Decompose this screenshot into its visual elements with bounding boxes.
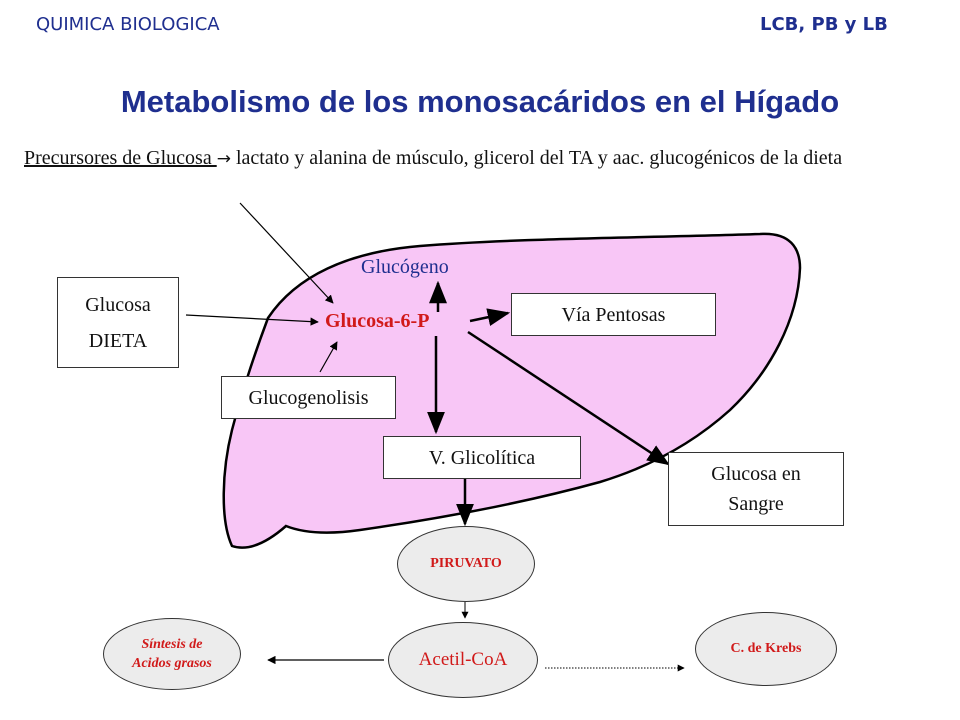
- glucosa-dieta-box: Glucosa DIETA: [57, 277, 179, 368]
- precursors-text: Precursores de Glucosa → lactato y alani…: [24, 143, 854, 174]
- glucosa-sangre-line2: Sangre: [728, 493, 784, 515]
- authors-header: LCB, PB y LB: [760, 14, 888, 35]
- acetil-coa-oval: Acetil-CoA: [388, 622, 538, 698]
- piruvato-label: PIRUVATO: [430, 556, 502, 571]
- via-pentosas-box: Vía Pentosas: [511, 293, 716, 336]
- piruvato-oval: PIRUVATO: [397, 526, 535, 602]
- glucosa-6-p-label: Glucosa-6-P: [325, 310, 430, 332]
- acetil-coa-label: Acetil-CoA: [418, 649, 508, 670]
- sintesis-acidos-grasos-oval: Síntesis de Acidos grasos: [103, 618, 241, 690]
- krebs-oval: C. de Krebs: [695, 612, 837, 686]
- glucogeno-label: Glucógeno: [361, 256, 449, 278]
- glucogenolisis-box: Glucogenolisis: [221, 376, 396, 419]
- slide-title: Metabolismo de los monosacáridos en el H…: [120, 84, 840, 119]
- glucogenolisis-label: Glucogenolisis: [248, 386, 369, 409]
- arrow-right-icon: →: [216, 149, 231, 169]
- course-header: QUIMICA BIOLOGICA: [36, 14, 220, 35]
- precursors-description: lactato y alanina de músculo, glicerol d…: [230, 147, 843, 169]
- sintesis-line1: Síntesis de: [141, 637, 203, 652]
- via-pentosas-label: Vía Pentosas: [561, 303, 666, 326]
- glucosa-sangre-line1: Glucosa en: [711, 463, 801, 485]
- via-glicolitica-box: V. Glicolítica: [383, 436, 581, 479]
- glucosa-sangre-box: Glucosa en Sangre: [668, 452, 844, 526]
- glucosa-dieta-line1: Glucosa: [85, 293, 151, 316]
- krebs-label: C. de Krebs: [730, 641, 802, 656]
- glucosa-dieta-line2: DIETA: [88, 329, 148, 352]
- precursors-label: Precursores de Glucosa: [24, 147, 217, 169]
- sintesis-line2: Acidos grasos: [132, 656, 212, 671]
- via-glicolitica-label: V. Glicolítica: [428, 446, 536, 469]
